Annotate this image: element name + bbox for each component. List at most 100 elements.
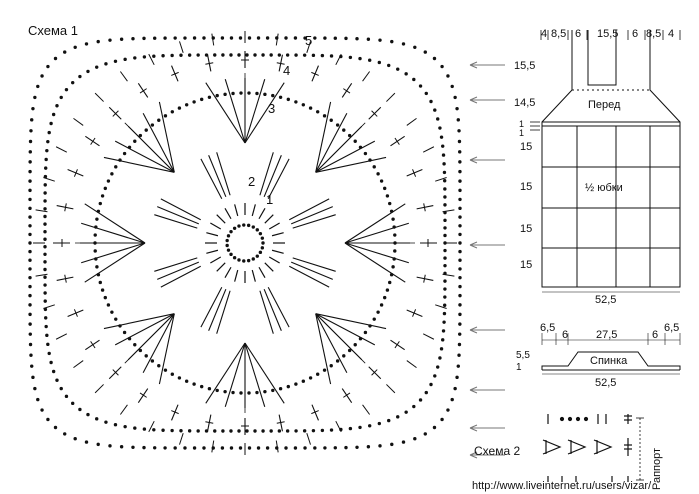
row-arrows [469,61,505,459]
round-5-chain-dot [28,284,32,289]
round-5-chain-dot [142,445,146,450]
round-5-chain-dot [84,440,89,444]
round-4-chain-dot [443,233,447,238]
round-3-chain-dot [271,388,275,393]
round-3-chain-dot [294,100,298,104]
round-4-chain-dot [179,429,183,433]
round-5-chain-dot [84,42,89,46]
round-4-chain-dot [43,237,47,241]
round-5-stitch [179,433,184,445]
round-4-chain-dot [196,429,200,433]
round-5-chain-dot [28,188,32,193]
round-5-chain-dot [30,118,34,122]
round-2-petal-stitch [289,265,330,288]
round-4-stitch-bar [112,110,119,117]
round-4-chain-dot [95,65,99,69]
round-3-chain-dot [207,387,212,391]
round-4-chain-dot [161,428,165,432]
round-4-stitch-bar [394,341,400,349]
round-4-stitch [108,366,122,380]
center-ring-dot [237,258,241,262]
round-5-chain-dot [450,84,454,89]
round-4-chain-dot [59,95,63,100]
round-4-chain-dot [443,295,447,299]
round-4-chain-dot [329,54,334,58]
round-3-petal-stitch [103,313,175,330]
round-5-chain-dot [163,36,167,40]
round-5-stitch [386,92,396,102]
round-2-petal-stitch [154,214,198,229]
round-4-chain-dot [51,112,56,117]
round-label-5: 5 [305,33,312,48]
round-5-chain-dot [28,179,32,183]
center-ring-dot [242,259,246,263]
round-2-petal-stitch [289,198,330,221]
round-3-chain-dot [335,123,340,127]
round-5-chain-dot [33,95,37,100]
round-3-chain-dot [110,310,114,314]
round-4-chain-dot [412,77,416,82]
round-3-chain-dot [271,93,275,98]
round-3-chain-dot [184,103,189,107]
round-3-petal-stitch [344,203,406,244]
round-3-chain-dot [150,359,155,363]
round-2-petal-stitch [157,261,200,280]
watermark: http://www.liveinternet.ru/users/vizar/ [472,480,652,492]
round-3-chain-dot [376,172,380,176]
round-5-chain-dot [96,39,100,44]
round-3-petal-stitch [84,203,146,244]
round-5-chain-dot [458,188,462,193]
round-5-chain-dot [31,106,35,111]
round-3-petal-stitch [114,313,175,346]
round-3-chain-dot [192,382,196,386]
round-3-chain-dot [215,388,219,393]
center-ring-dot [229,252,233,257]
center-ring-dot [246,258,251,263]
round-5-stitch [119,71,128,82]
round-3-petal-stitch [84,242,146,283]
back-width-3: 27,5 [596,329,617,341]
round-2-petal-stitch [292,257,336,272]
round-1-stitch [216,214,226,224]
round-3-chain-dot [322,114,327,118]
round-5-chain-dot [293,446,298,450]
round-2-petal-stitch [200,158,223,199]
round-5-chain-dot [455,375,459,380]
round-4-chain-dot [161,54,165,58]
round-3-petal-stitch [315,313,376,346]
center-ring-dot [251,225,255,229]
round-4-stitch-bar [423,203,426,212]
round-5-chain-dot [28,312,32,317]
round-2-petal-stitch [292,214,336,229]
round-3-chain-dot [177,376,182,380]
round-4-chain-dot [43,222,47,226]
row-arrow-head [469,61,478,69]
round-3-chain-dot [376,310,380,314]
round-4-chain-dot [45,148,49,153]
round-5-chain-dot [28,332,32,336]
round-5-chain-dot [53,425,58,430]
round-4-chain-dot [442,320,446,324]
round-3-chain-dot [110,172,114,176]
round-5-chain-dot [28,150,32,154]
round-2-petal-stitch [200,287,223,328]
round-5-chain-dot [456,364,460,368]
round-5-chain-dot [458,332,462,336]
round-4-stitch [137,83,149,98]
round-4-chain-dot [424,390,428,395]
round-4-chain-dot [46,139,50,144]
round-5-chain-dot [73,437,77,441]
round-4-chain-dot [443,218,447,223]
round-4-chain-dot [133,426,137,430]
round-3-petal-stitch [81,222,146,244]
round-4-stitch-bar [171,71,179,76]
round-4-chain-dot [311,53,316,58]
round-3-chain-dot [215,93,219,98]
round-4-chain-dot [443,226,447,230]
round-2-petal-stitch [267,287,290,328]
round-5-chain-dot [378,38,382,42]
round-4-chain-dot [142,55,147,59]
round-4-chain-dot [387,63,391,68]
round-5-chain-dot [265,36,270,40]
round-4-chain-dot [44,166,48,170]
